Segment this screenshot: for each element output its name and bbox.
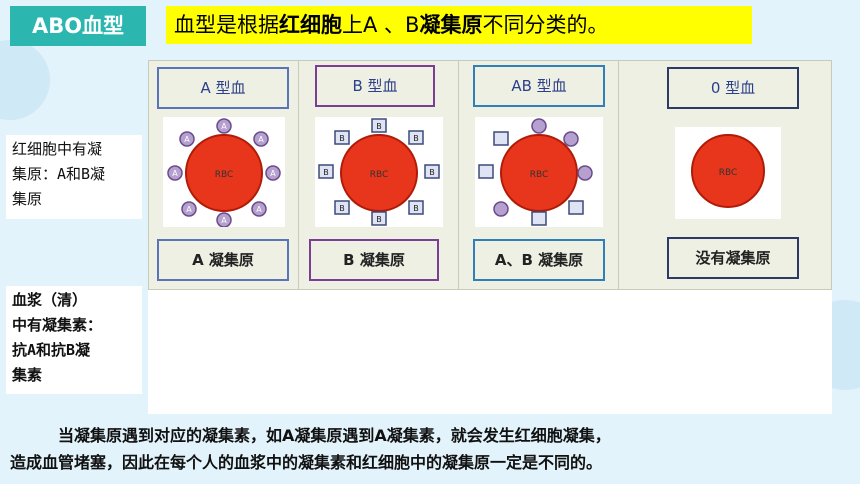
title-badge: ABO血型 xyxy=(10,6,146,46)
svg-text:B: B xyxy=(339,204,345,213)
antigen-label-o: 没有凝集原 xyxy=(667,237,799,279)
antigen-markers-b xyxy=(318,118,440,226)
cell-image-a: RBC A A A A A A A A xyxy=(163,117,285,228)
svg-text:B: B xyxy=(413,204,419,213)
headline: 血型是根据红细胞上A 、B凝集原不同分类的。 xyxy=(166,6,752,44)
rbc-note-line: 红细胞中有凝 xyxy=(12,140,103,158)
blood-type-panel: A 型血 RBC A A A A A A A A A 凝集原 B 型血 RBC xyxy=(148,60,832,291)
type-label-a: A 型血 xyxy=(157,67,289,109)
explanation-line-2: 造成血管堵塞，因此在每个人的血浆中的凝集素和红细胞中的凝集原一定是不同的。 xyxy=(10,453,603,472)
plasma-note-line: 血浆（清） xyxy=(12,291,88,309)
headline-part4: 凝集原 xyxy=(419,13,483,37)
rbc-circle xyxy=(340,134,418,212)
explanation-line-1: 当凝集原遇到对应的凝集素，如A凝集原遇到A凝集素，就会发生红细胞凝集， xyxy=(10,426,611,445)
antigen-markers-a xyxy=(167,118,281,228)
background-decoration xyxy=(0,40,50,120)
rbc-note-line: 集原 xyxy=(12,190,43,208)
rbc-side-note: 红细胞中有凝 集原：A和B凝 集原 xyxy=(6,135,142,219)
antigen-markers-ab-squares xyxy=(478,131,584,226)
rbc-circle xyxy=(691,134,765,208)
antigen-markers-ab-circles xyxy=(493,118,593,217)
antigen-label-b: B 凝集原 xyxy=(309,239,439,281)
rbc-b-svg: RBC B B B B B B B B xyxy=(318,118,440,226)
svg-text:A: A xyxy=(172,169,178,178)
svg-text:A: A xyxy=(270,169,276,178)
plasma-area xyxy=(148,290,832,414)
svg-text:A: A xyxy=(221,122,227,131)
rbc-label: RBC xyxy=(719,168,738,178)
headline-part2: 红细胞 xyxy=(279,13,342,37)
headline-part1: 血型是根据 xyxy=(174,13,279,37)
plasma-note-line: 抗A和抗B凝 xyxy=(12,341,91,359)
svg-text:B: B xyxy=(429,168,435,177)
headline-part3: 上A 、B xyxy=(342,13,420,37)
rbc-circle xyxy=(500,134,578,212)
antigen-label-a: A 凝集原 xyxy=(157,239,289,281)
cell-image-b: RBC B B B B B B B B xyxy=(315,117,443,227)
cell-image-o: RBC xyxy=(675,127,781,219)
antigen-marker-text: B B B B B B B B xyxy=(323,122,435,224)
rbc-o-svg: RBC xyxy=(691,134,765,208)
rbc-note-line: 集原：A和B凝 xyxy=(12,165,106,183)
svg-text:B: B xyxy=(413,134,419,143)
type-label-b: B 型血 xyxy=(315,65,435,107)
antigen-marker-text: A A A A A A A A xyxy=(172,122,276,225)
plasma-note-line: 中有凝集素： xyxy=(12,316,103,334)
svg-text:B: B xyxy=(376,215,382,224)
type-label-ab: AB 型血 xyxy=(473,65,605,107)
plasma-side-note: 血浆（清） 中有凝集素： 抗A和抗B凝 集素 xyxy=(6,286,142,394)
svg-text:B: B xyxy=(376,122,382,131)
svg-text:B: B xyxy=(339,134,345,143)
rbc-label: RBC xyxy=(530,170,549,180)
rbc-a-svg: RBC A A A A A A A A xyxy=(167,118,281,228)
type-label-o: 0 型血 xyxy=(667,67,799,109)
rbc-label: RBC xyxy=(215,170,234,180)
headline-part5: 不同分类的。 xyxy=(482,13,609,37)
svg-text:A: A xyxy=(256,205,262,214)
svg-text:A: A xyxy=(184,135,190,144)
cell-image-ab: RBC xyxy=(475,117,603,227)
svg-text:A: A xyxy=(221,216,227,225)
column-b xyxy=(299,61,459,291)
rbc-ab-svg: RBC xyxy=(478,118,593,226)
svg-text:A: A xyxy=(186,205,192,214)
rbc-circle xyxy=(185,134,263,212)
svg-text:B: B xyxy=(323,168,329,177)
column-a xyxy=(149,61,299,291)
explanation-text: 当凝集原遇到对应的凝集素，如A凝集原遇到A凝集素，就会发生红细胞凝集， 造成血管… xyxy=(10,422,850,476)
column-ab xyxy=(459,61,619,291)
svg-text:A: A xyxy=(258,135,264,144)
plasma-note-line: 集素 xyxy=(12,366,43,384)
antigen-label-ab: A、B 凝集原 xyxy=(473,239,605,281)
rbc-label: RBC xyxy=(370,170,389,180)
